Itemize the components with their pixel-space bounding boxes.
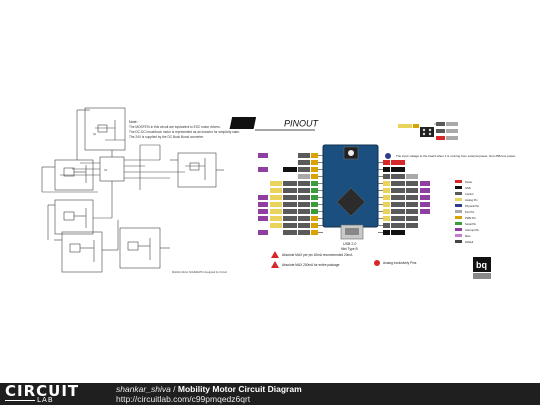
separator: /: [170, 384, 178, 394]
legend-label: GND: [465, 186, 471, 190]
pinout-legend: Power GND Control Analog Pin Physical Pi…: [455, 180, 480, 244]
legend-label: Default: [465, 240, 473, 244]
nano-pinout-logo: NANO PINOUT: [229, 117, 320, 131]
schematic-note-line: The MOSFETs in this circuit are equivale…: [129, 125, 221, 129]
schematic: Note: The MOSFETs in this circuit are eq…: [41, 107, 240, 274]
motor-block: [61, 231, 103, 273]
legend-label: Serial Pin: [465, 222, 477, 226]
icsp-header: [398, 122, 458, 140]
motor-block: [54, 199, 94, 235]
nano-pinout: NANO PINOUT USB 2.0 Mini Type B: [229, 117, 516, 279]
pin-warnings: Absolute MAX per pin 40mA recommended 20…: [271, 251, 417, 268]
warning-icon: [271, 261, 279, 268]
circuit-title[interactable]: Mobility Motor Circuit Diagram: [177, 384, 302, 394]
svg-text:U1: U1: [104, 168, 108, 172]
motor-block: [54, 159, 94, 191]
legend-label: Power: [465, 180, 472, 184]
circuit-url[interactable]: http://circuitlab.com/c99pmqedz6qrt: [116, 394, 251, 404]
logo-pinout: PINOUT: [284, 119, 320, 129]
schematic-note-line: The 24V is supplied by the DC Buck Boost…: [129, 135, 204, 139]
footer-bar: CIRCUIT LAB shankar_shiva / Mobility Mot…: [0, 383, 540, 405]
analog-note: Analog exclusively Pins: [383, 261, 417, 265]
right-pin-rows: The input voltage to the board when it i…: [378, 153, 516, 235]
schematic-note-line: The DC-DC boost/buck motor is represente…: [129, 130, 240, 134]
svg-text:Q1: Q1: [93, 133, 97, 136]
left-pin-rows: [258, 153, 323, 235]
legend-label: PWM Pin: [465, 216, 476, 220]
logo-underline: [5, 400, 35, 401]
usb-label: USB 2.0: [343, 242, 356, 246]
author-link[interactable]: shankar_shiva: [116, 384, 171, 394]
warning-text: Absolute MAX per pin 40mA recommended 20…: [282, 253, 353, 257]
legend-label: Control: [465, 192, 474, 196]
schematic-note-title: Note:: [129, 120, 138, 124]
logo-nano: NANO: [260, 119, 287, 129]
brand-text: bq: [476, 260, 487, 270]
usb-sublabel: Mini Type B: [341, 247, 358, 251]
legend-label: Miso: [465, 234, 471, 238]
legend-label: Analog Pin: [465, 198, 478, 202]
analog-note-icon: [374, 260, 380, 266]
schematic-caption: Mobility Motor SCHEMATIC designed by Cir…: [172, 270, 227, 274]
attribution: shankar_shiva / Mobility Motor Circuit D…: [116, 384, 302, 394]
circuitlab-logo-sub: LAB: [37, 396, 54, 404]
diagram-canvas: Note: The MOSFETs in this circuit are eq…: [41, 107, 517, 279]
legend-label: Port Pin: [465, 210, 475, 214]
circuitlab-logo[interactable]: CIRCUIT: [5, 382, 80, 400]
legend-label: Interrupt Pin: [465, 228, 480, 232]
motor-block: [119, 227, 161, 269]
warning-text: Absolute MAX 200mA for entire package: [282, 263, 340, 267]
mcu-chip: [336, 187, 366, 217]
voltage-note: The input voltage to the board when it i…: [396, 154, 516, 158]
legend-label: Physical Pin: [465, 204, 480, 208]
brand-logo: bq: [473, 257, 491, 279]
motor-block: [84, 107, 126, 151]
warning-icon: [271, 251, 279, 258]
